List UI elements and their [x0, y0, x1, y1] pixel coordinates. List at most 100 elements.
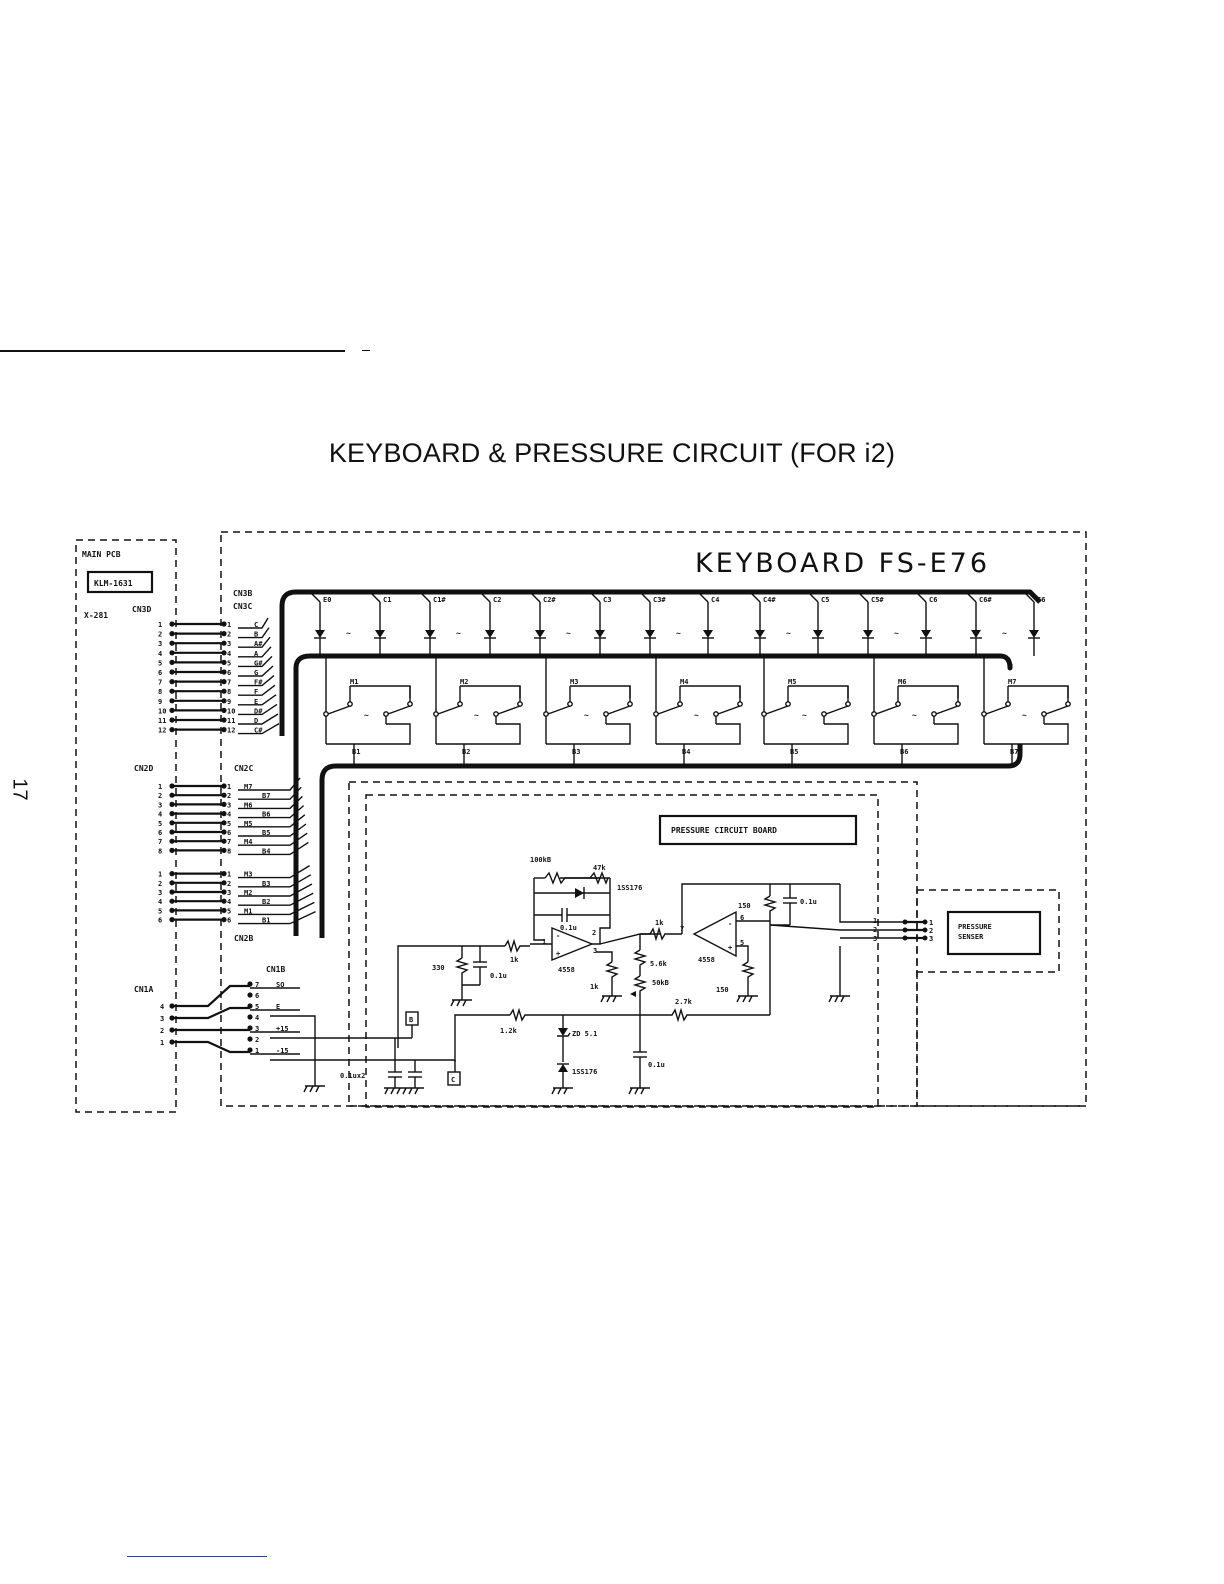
cn3-signal: E: [254, 698, 258, 706]
cn3d-pin-num: 12: [158, 727, 166, 735]
cn1b-pin-num: 3: [255, 1025, 259, 1033]
note-label: C1#: [433, 596, 446, 604]
cn3d-pin-num: 3: [158, 640, 162, 648]
label-ic1: 4558: [558, 966, 575, 974]
break-label: B7: [1010, 748, 1018, 756]
connector-cn3d: CN3D: [132, 605, 151, 614]
sensor-pin-1: 1: [929, 919, 933, 927]
label-ic2: 4558: [698, 956, 715, 964]
cn2c-pin-num: 3: [227, 889, 231, 897]
cn2c-pin-num: 4: [227, 898, 231, 906]
cn3-signal: C#: [254, 727, 263, 735]
cn3d-pin-num: 11: [158, 717, 166, 725]
ellipsis: ~: [566, 629, 571, 638]
matrix-label: M2: [460, 678, 468, 686]
cn3c-pin-num: 10: [227, 707, 235, 715]
cn2d-pin-num: 4: [158, 898, 162, 906]
cn3-signal: A#: [254, 640, 263, 648]
cn2-signal: B2: [262, 898, 270, 906]
connector-cn3b: CN3B: [233, 589, 252, 598]
key-switch-group: M4~B4: [653, 656, 743, 766]
key-switch-group: M5~B5: [761, 656, 851, 766]
cn3c-pin-num: 9: [227, 698, 231, 706]
matrix-label: M7: [1008, 678, 1016, 686]
sensor-label-1: PRESSURE: [958, 923, 992, 931]
cn1b-pin-num: 7: [255, 981, 259, 989]
cn3c-pin-num: 8: [227, 688, 231, 696]
cn2d-pin-num: 6: [158, 829, 162, 837]
out-pin-3: 3: [873, 935, 877, 943]
top-rule: [0, 350, 345, 352]
label-150-top: 150: [738, 902, 751, 910]
op1-plus: +: [556, 950, 560, 958]
key-switch-group: M3~B3: [543, 656, 633, 766]
label-5.6k: 5.6k: [650, 960, 668, 968]
connector-cn2b: CN2B: [234, 934, 253, 943]
cn2d-pin-num: 1: [158, 871, 162, 879]
ellipsis: ~: [584, 711, 589, 720]
cn3d-pin-num: 4: [158, 650, 162, 658]
main-pcb-label: MAIN PCB: [82, 550, 121, 559]
matrix-label: M1: [350, 678, 358, 686]
op2-pin5: 5: [740, 939, 744, 947]
cn3c-pin-num: 3: [227, 640, 231, 648]
op1-pin1: 1: [542, 938, 546, 946]
label-0.1u-fb: 0.1u: [560, 924, 577, 932]
ellipsis: ~: [364, 711, 369, 720]
sensor-pin-2: 2: [929, 927, 933, 935]
matrix-label: M5: [788, 678, 796, 686]
sensor-label-2: SENSER: [958, 933, 984, 941]
label-150-out: 150: [716, 986, 729, 994]
cn2-signal: M3: [244, 871, 252, 879]
cn2d-pin-num: 1: [158, 783, 162, 791]
ellipsis: ~: [456, 629, 461, 638]
label-50kb: 50kB: [652, 979, 669, 987]
cn2-signal: M4: [244, 838, 252, 846]
cn2d-pin-num: 6: [158, 917, 162, 925]
keyboard-title: KEYBOARD FS-E76: [695, 548, 990, 579]
break-bus: [319, 744, 1023, 938]
cn3-signal: G#: [254, 659, 263, 667]
break-label: B6: [900, 748, 908, 756]
cn2-signal: B4: [262, 847, 270, 855]
cn3c-pin-num: 1: [227, 621, 231, 629]
cn2-signal: B7: [262, 792, 270, 800]
op1-minus: -: [556, 932, 560, 940]
bottom-rule: [127, 1556, 267, 1557]
cn2d-pin-num: 2: [158, 880, 162, 888]
cn1b-pin-num: 5: [255, 1003, 259, 1011]
cn2c-pin-num: 1: [227, 871, 231, 879]
cn2c-pin-num: 2: [227, 792, 231, 800]
cn2-signal: B5: [262, 829, 270, 837]
op1-pin2: 2: [592, 929, 596, 937]
cn1a-pin-num: 2: [160, 1027, 164, 1035]
note-label: C6: [1037, 596, 1045, 604]
cn3-signal: C: [254, 621, 258, 629]
break-label: B1: [352, 748, 360, 756]
cn2d-pin-num: 5: [158, 820, 162, 828]
cn1b-pin-num: 6: [255, 992, 259, 1000]
cn1-signal: SO: [276, 981, 284, 989]
cn3-signal: F#: [254, 679, 263, 687]
top-rule-tail: [362, 350, 370, 351]
cn3d-pin-num: 1: [158, 621, 162, 629]
op2-plus: +: [728, 944, 732, 952]
label-0.1ux2: 0.1ux2: [340, 1072, 365, 1080]
cn2d-pin-num: 7: [158, 838, 162, 846]
key-switch-group: M2~B2: [433, 656, 523, 766]
cn2-signal: B6: [262, 811, 270, 819]
cn1-signal: +15: [276, 1025, 289, 1033]
cn3c-pin-num: 12: [227, 727, 235, 735]
out-pin-1: 1: [873, 917, 877, 925]
note-label: E0: [323, 596, 331, 604]
cn3-signal: B: [254, 631, 258, 639]
label-0.1u-top: 0.1u: [800, 898, 817, 906]
cn2c-pin-num: 8: [227, 847, 231, 855]
label-1ss176-b: 1SS176: [572, 1068, 597, 1076]
key-switch-group: M7~B7: [981, 656, 1071, 766]
cn1b-pin-num: 4: [255, 1014, 259, 1022]
main-pcb-sub-id: X-281: [84, 611, 108, 620]
matrix-label: M3: [570, 678, 578, 686]
cn3c-pin-num: 2: [227, 631, 231, 639]
